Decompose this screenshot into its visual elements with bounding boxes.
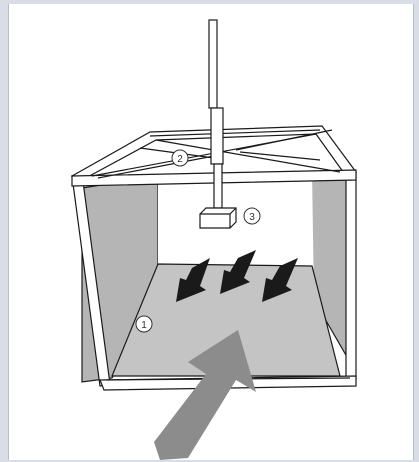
callout-3: 3	[244, 208, 260, 224]
callout-3-label: 3	[249, 212, 255, 223]
filter-unit	[200, 208, 236, 228]
callout-1: 1	[136, 316, 152, 332]
callout-2: 2	[172, 150, 188, 166]
callout-1-label: 1	[141, 320, 147, 331]
callout-2-label: 2	[177, 154, 183, 165]
